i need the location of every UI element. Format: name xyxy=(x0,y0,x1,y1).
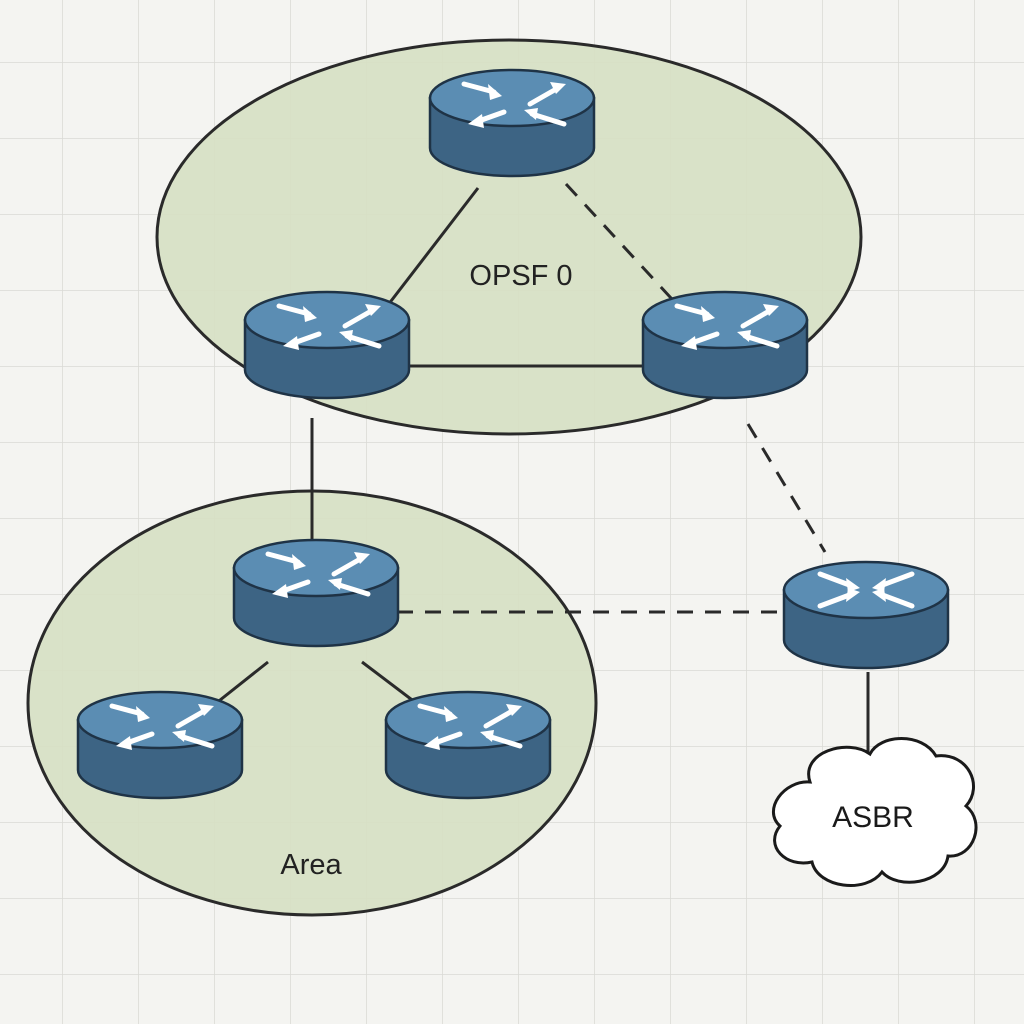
link-top-left xyxy=(376,187,480,319)
asbr-label: ASBR xyxy=(832,801,914,834)
router-icon xyxy=(78,692,242,798)
asbr-router-icon xyxy=(784,562,948,668)
router-icon xyxy=(245,292,409,398)
dashed-link-top-right xyxy=(564,182,684,312)
area-label: Area xyxy=(280,849,342,881)
dashed-link-right-asbr xyxy=(746,423,827,553)
backbone-area-label: OPSF 0 xyxy=(469,260,572,292)
cloud-icon xyxy=(772,737,978,887)
router-icon xyxy=(643,292,807,398)
router-icon xyxy=(430,70,594,176)
router-icon xyxy=(386,692,550,798)
router-icon xyxy=(234,540,398,646)
